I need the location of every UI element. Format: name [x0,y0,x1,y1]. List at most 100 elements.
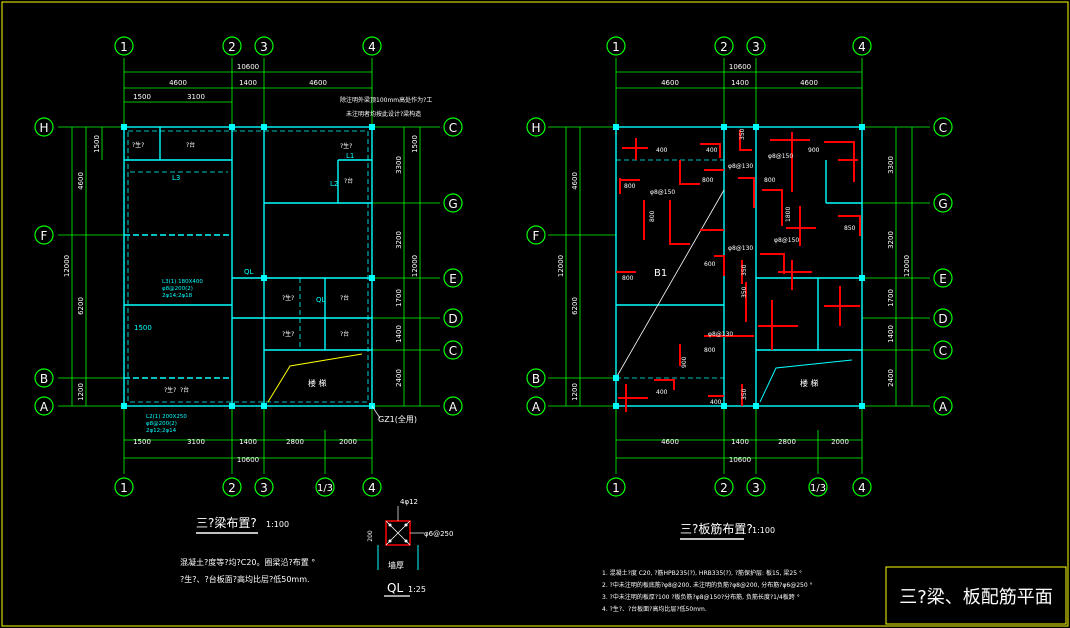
slab-len-800-a: 800 [624,183,636,190]
r-axis-bubble-c-top: C [939,121,947,135]
left-plan-title: 三?梁布置? [196,515,257,530]
room-terrace-2: ?台 [344,177,353,185]
r-dim-v3300: 3300 [887,156,895,174]
beam-tag-ql: QL [244,268,254,276]
slab-len-400-c: 400 [656,389,668,396]
axis-bubble-e: E [449,272,457,286]
r-dim-v1200: 1200 [571,383,579,401]
r-axis-bubble-3-bottom: 3 [752,481,760,495]
left-note-1: 混凝土?度等?均?C20。圈梁沿?布置 ° [180,557,315,567]
r-axis-bubble-h: H [531,121,540,135]
axis-bubble-1: 1 [120,40,128,54]
slab-tag-b1: B1 [654,268,667,279]
slab-len-800-b: 800 [702,177,714,184]
slab-rebar-a: φ8@150 [650,189,675,196]
dim-v2400: 2400 [395,369,403,387]
r-dim-1400-a: 1400 [731,79,749,87]
r-dim-v3200: 3200 [887,231,895,249]
r-dim-v12000-right: 12000 [903,255,911,277]
dim-v12000-right: 12000 [411,255,419,277]
room-terrace-5: ?台 [180,386,189,394]
beam-label-2: φ8@200(2) [162,286,193,292]
r-axis-bubble-c: C [939,344,947,358]
slab-len-350-d: 350 [741,388,748,400]
dim-1400-a: 1400 [239,79,257,87]
axis-bubble-d: D [448,312,457,326]
r-axis-bubble-4: 4 [858,40,866,54]
r-axis-bubble-d: D [938,312,947,326]
axis-bubble-4-bottom: 4 [368,481,376,495]
slab-rebar-a-2: φ8@150 [768,153,793,160]
r-dim-4600-c: 4600 [661,438,679,446]
beam-note-1: 除注明外梁顶100mm高处作为?工 [340,96,432,104]
r-dim-total-top: 10600 [729,63,751,71]
axis-bubble-h: H [39,121,48,135]
title-block [885,566,1067,625]
right-plan-title: 三?板筋布置? [680,521,753,536]
beam-tag-l3: L3 [172,174,180,182]
slab-len-1800: 1800 [785,207,792,222]
beam-label-5: φ8@200(2) [146,421,177,427]
axis-bubble-b: B [40,372,48,386]
slab-rebar-a-3: φ8@150 [774,237,799,244]
right-plan-scale: 1:100 [752,526,775,535]
beam-label-6: 2φ12;2φ14 [146,428,177,434]
dim-v4600: 4600 [77,172,85,190]
ql-stirrup: φ6@250 [424,530,453,538]
beam-label-4: L2(1) 200X250 [146,414,187,420]
ql-top-bars: 4φ12 [400,498,418,506]
axis-bubble-2: 2 [228,40,236,54]
right-note-2: 2. ?中未注明的板底筋?φ8@200, 未注明的负筋?φ8@200, 分布筋?… [602,581,813,589]
right-note-4: 4. ?生?、?台板面?高均比层?低50mm. [602,605,707,613]
r-axis-bubble-a: A [532,400,541,414]
dim-4600-b: 4600 [309,79,327,87]
dim-v1500: 1500 [93,135,101,153]
r-axis-bubble-a-right: A [939,400,948,414]
axis-bubble-4: 4 [368,40,376,54]
axis-bubble-a: A [40,400,49,414]
axis-bubble-f: F [41,229,48,243]
slab-len-600: 600 [704,261,716,268]
axis-bubble-g: G [448,197,457,211]
dim-3100-b: 3100 [187,438,205,446]
r-axis-bubble-g: G [938,197,947,211]
dim-2800: 2800 [286,438,304,446]
r-dim-v1700: 1700 [887,289,895,307]
dim-v1400: 1400 [395,325,403,343]
slab-len-350-a: 350 [739,128,746,140]
axis-bubble-2-bottom: 2 [228,481,236,495]
slab-rebar-b-2: φ8@130 [728,245,753,252]
r-dim-v2400: 2400 [887,369,895,387]
beam-tag-ql-2: QL [316,296,326,304]
r-dim-v4600: 4600 [571,172,579,190]
left-note-2: ?生?、?台板面?高均比层?低50mm. [180,574,310,584]
r-dim-total-bottom: 10600 [729,456,751,464]
r-axis-bubble-f: F [533,229,540,243]
r-axis-bubble-3: 3 [752,40,760,54]
room-terrace-1: ?台 [186,141,195,149]
slab-len-800-f: 800 [649,210,656,222]
slab-len-850: 850 [844,225,856,232]
room-terrace-3: ?台 [340,294,349,302]
r-axis-bubble-2: 2 [720,40,728,54]
gz-label: GZ1(全用) [378,414,417,424]
axis-bubble-c: C [449,344,457,358]
ql-wall-label: 墙厚 [388,560,404,570]
r-axis-bubble-b: B [532,372,540,386]
axis-bubble-13: 1/3 [317,483,333,494]
slab-len-900: 900 [808,147,820,154]
beam-tag-l1: L1 [346,152,354,160]
r-dim-v1400: 1400 [887,325,895,343]
slab-len-350-c: 350 [741,286,748,298]
dim-1500: 1500 [133,93,151,101]
room-toilet-3: ?生? [282,294,294,302]
room-toilet-2: ?生? [340,142,352,150]
beam-tag-1500: 1500 [134,324,152,332]
dim-2000: 2000 [339,438,357,446]
room-stairs: 楼 梯 [308,378,327,388]
ql-section-detail: 4φ12 φ6@250 200 墙厚 QL 1:25 [367,498,453,597]
r-axis-bubble-1: 1 [612,40,620,54]
left-plan-scale: 1:100 [266,520,289,529]
